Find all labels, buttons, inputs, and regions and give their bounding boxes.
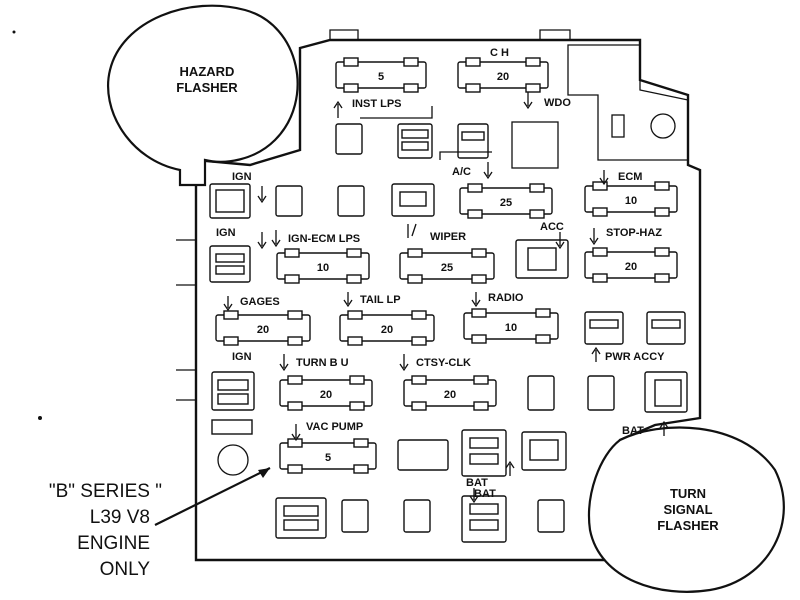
fuse-stop-haz[interactable]: 20 [584,247,678,283]
circuit-labels: C H INST LPS WDO A/C ECM IGN IGN IGN-ECM… [216,47,665,500]
turn-signal-flasher: TURN SIGNAL FLASHER [588,426,785,593]
hazard-flasher: HAZARD FLASHER [107,4,299,187]
label-ign-1: IGN [232,171,252,183]
fuse-ac[interactable]: 25 [459,183,553,219]
fuse-turn-bu[interactable]: 20 [279,375,373,411]
fuse-ch-value: 20 [497,71,509,83]
label-ign-2: IGN [216,227,236,239]
label-ac: A/C [452,166,471,178]
note-pointer-line [154,467,271,526]
fuse-gages-value: 20 [257,324,269,336]
fuse-turn-bu-value: 20 [320,389,332,401]
fuse-radio[interactable]: 10 [463,308,559,344]
label-ch: C H [490,47,509,59]
fuse-ecm[interactable]: 10 [584,181,678,217]
fuse-gages[interactable]: 20 [215,310,311,346]
label-ctsy-clk: CTSY-CLK [416,357,471,369]
label-pwr-accy: PWR ACCY [605,351,665,363]
fuse-ecm-value: 10 [625,195,637,207]
label-ign-3: IGN [232,351,252,363]
label-wdo: WDO [544,97,571,109]
fuse-tail-lp-value: 20 [381,324,393,336]
fuse-inst-lps[interactable]: 5 [335,57,427,93]
label-radio: RADIO [488,292,524,304]
fuse-tail-lp[interactable]: 20 [339,310,435,346]
fuse-stop-haz-value: 20 [625,261,637,273]
turn-flasher-line3: FLASHER [657,518,719,533]
relay-square [511,121,559,169]
small-connectors [209,123,688,543]
fuse-wiper-value: 25 [441,262,453,274]
fuse-ctsy-clk-value: 20 [444,389,456,401]
label-stop-haz: STOP-HAZ [606,227,662,239]
fuse-ctsy-clk[interactable]: 20 [403,375,497,411]
label-ecm: ECM [618,171,642,183]
arrow-marks [223,92,669,504]
label-gages: GAGES [240,296,280,308]
label-turn-bu: TURN B U [296,357,349,369]
label-vac-pump: VAC PUMP [306,421,363,433]
fuse-vac-pump[interactable]: 5 [279,438,377,474]
b-series-note: "B" SERIES " L39 V8 ENGINE ONLY [49,481,162,580]
fuse-ac-value: 25 [500,197,512,209]
note-line3: ENGINE [77,533,150,554]
fuse-vac-pump-value: 5 [325,452,331,464]
note-line4: ONLY [100,559,151,580]
note-line1: "B" SERIES " [49,481,162,502]
fuse-ch[interactable]: 20 [457,57,549,93]
label-wiper: WIPER [430,231,466,243]
fuse-inst-lps-value: 5 [378,71,384,83]
label-acc: ACC [540,221,564,233]
upper-right-connector [567,44,689,161]
fuse-ign-ecm-lps[interactable]: 10 [276,248,370,284]
fuse-wiper[interactable]: 25 [399,248,495,284]
note-line2: L39 V8 [90,507,150,528]
turn-flasher-line1: TURN [670,486,706,501]
label-bat-2: BAT [466,477,488,489]
label-ign-ecm-lps: IGN-ECM LPS [288,233,360,245]
fuse-ign-ecm-lps-value: 10 [317,262,329,274]
label-bat-3: BAT [474,488,496,500]
turn-flasher-line2: SIGNAL [663,502,712,517]
label-bat-1: BAT [622,425,644,437]
label-inst-lps: INST LPS [352,98,402,110]
fuse-radio-value: 10 [505,322,517,334]
label-tail-lp: TAIL LP [360,294,401,306]
hazard-flasher-line2: FLASHER [176,80,238,95]
hazard-flasher-line1: HAZARD [180,64,235,79]
